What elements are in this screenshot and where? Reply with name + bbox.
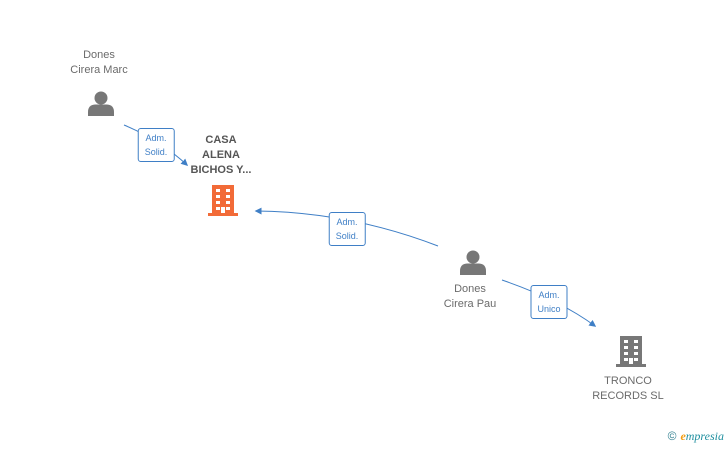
edge-badge-line: Unico xyxy=(537,304,561,314)
node-label-line: Dones xyxy=(83,49,115,61)
copyright-icon: © xyxy=(667,429,677,443)
edge-badge-line: Adm. xyxy=(336,217,358,227)
edge-badge-line: Solid. xyxy=(144,147,168,157)
node-label-line: BICHOS Y... xyxy=(190,164,252,176)
empresia-watermark: ©empresia xyxy=(668,429,724,444)
brand-initial: e xyxy=(680,429,686,443)
person-icon[interactable] xyxy=(460,250,486,276)
brand-name: mpresia xyxy=(685,429,724,443)
edge-badge-line: Adm. xyxy=(538,290,560,300)
node-label-pau[interactable]: Dones Cirera Pau xyxy=(444,282,497,312)
node-label-line: Dones xyxy=(454,283,486,295)
edge-badge-marc-casa: Adm. Solid. xyxy=(137,128,175,162)
node-label-line: Cirera Marc xyxy=(70,64,128,76)
node-label-line: Cirera Pau xyxy=(443,298,497,310)
node-label-casa[interactable]: CASA ALENA BICHOS Y... xyxy=(191,133,252,178)
edge-badge-line: Adm. xyxy=(145,133,167,143)
person-icon[interactable] xyxy=(88,91,114,117)
node-label-line: TRONCO xyxy=(604,375,652,387)
edge-badge-pau-tronco: Adm. Unico xyxy=(530,285,568,319)
node-label-line: ALENA xyxy=(202,149,240,161)
node-label-line: CASA xyxy=(205,134,237,146)
edge-badge-line: Solid. xyxy=(335,231,359,241)
node-label-tronco[interactable]: TRONCO RECORDS SL xyxy=(592,374,664,404)
node-label-marc[interactable]: Dones Cirera Marc xyxy=(70,48,127,78)
edge-badge-pau-casa: Adm. Solid. xyxy=(328,212,366,246)
building-icon[interactable] xyxy=(616,336,646,367)
node-label-line: RECORDS SL xyxy=(592,390,664,402)
building-icon-main[interactable] xyxy=(208,185,238,216)
